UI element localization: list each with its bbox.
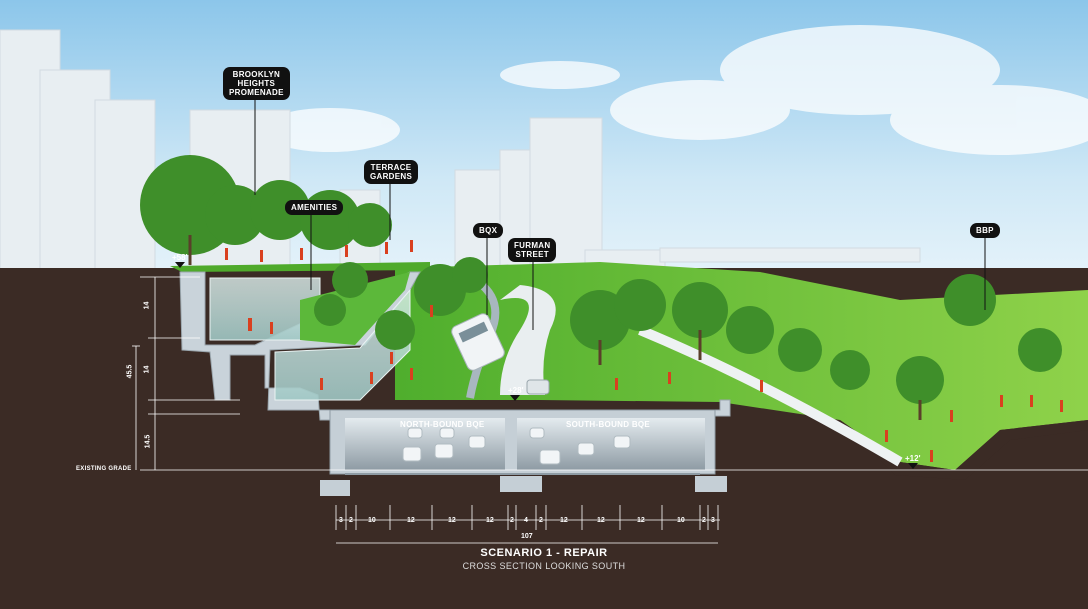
- callout-furman-street: FURMAN STREET: [508, 238, 557, 262]
- horizontal-dimensions: [335, 505, 720, 544]
- trees: [140, 155, 1062, 404]
- width-dim: 2: [702, 517, 706, 524]
- vertical-dimensions: [132, 276, 240, 470]
- width-dim: 12: [637, 517, 645, 524]
- vertical-dim-total: 45.5: [126, 364, 134, 379]
- park-bed: [840, 420, 1088, 480]
- width-dim: 2: [349, 517, 353, 524]
- bqx-tram: [451, 313, 505, 371]
- tunnel-cars: [402, 427, 631, 465]
- terrace-structure: [179, 271, 731, 421]
- callout-brooklyn-heights-promenade: BROOKLYN HEIGHTS PROMENADE: [223, 67, 290, 100]
- width-dim: 2: [510, 517, 514, 524]
- northbound-bqe-label: NORTH-BOUND BQE: [400, 420, 485, 429]
- width-dim: 12: [486, 517, 494, 524]
- width-dim: 3: [711, 517, 715, 524]
- callout-leaders: [254, 97, 986, 330]
- elevation-park: +12': [905, 454, 921, 463]
- park-lawn: [395, 262, 1088, 470]
- width-dim: 12: [597, 517, 605, 524]
- callout-amenities: AMENITIES: [285, 200, 344, 215]
- people: [225, 240, 1063, 462]
- width-dim: 12: [407, 517, 415, 524]
- vertical-dim-lower: 14.5: [144, 434, 152, 449]
- callout-bbp: BBP: [970, 223, 1000, 238]
- diagram-title: SCENARIO 1 - REPAIR: [480, 547, 608, 559]
- width-dim: 10: [677, 517, 685, 524]
- terrace-green: [300, 272, 410, 345]
- width-dim: 12: [448, 517, 456, 524]
- furman-street-road: [500, 285, 556, 395]
- width-dim: 3: [339, 517, 343, 524]
- elevation-furman: +28': [508, 386, 524, 395]
- tree-trunks: [188, 235, 922, 420]
- callout-bqx: BQX: [473, 223, 504, 238]
- southbound-bqe-label: SOUTH-BOUND BQE: [566, 420, 651, 429]
- width-dim: 12: [560, 517, 568, 524]
- width-dim: 2: [539, 517, 543, 524]
- elevation-marker-shapes: [175, 262, 918, 469]
- vertical-dim-middle: 14: [143, 365, 151, 374]
- vertical-dim-upper: 14: [143, 301, 151, 310]
- callout-terrace-gardens: TERRACE GARDENS: [364, 160, 419, 184]
- width-dim: 10: [368, 517, 376, 524]
- elevation-promenade: +58': [172, 253, 188, 262]
- existing-grade-label: EXISTING GRADE: [76, 466, 132, 472]
- diagram-subtitle: CROSS SECTION LOOKING SOUTH: [462, 561, 626, 571]
- clouds: [260, 25, 1088, 155]
- terrace-glass-lower: [274, 288, 411, 401]
- promenade-deck: [170, 262, 430, 272]
- furman-car: [526, 379, 550, 395]
- park-path: [638, 325, 903, 467]
- width-dim: 4: [524, 517, 528, 524]
- total-width-dim: 107: [521, 533, 533, 540]
